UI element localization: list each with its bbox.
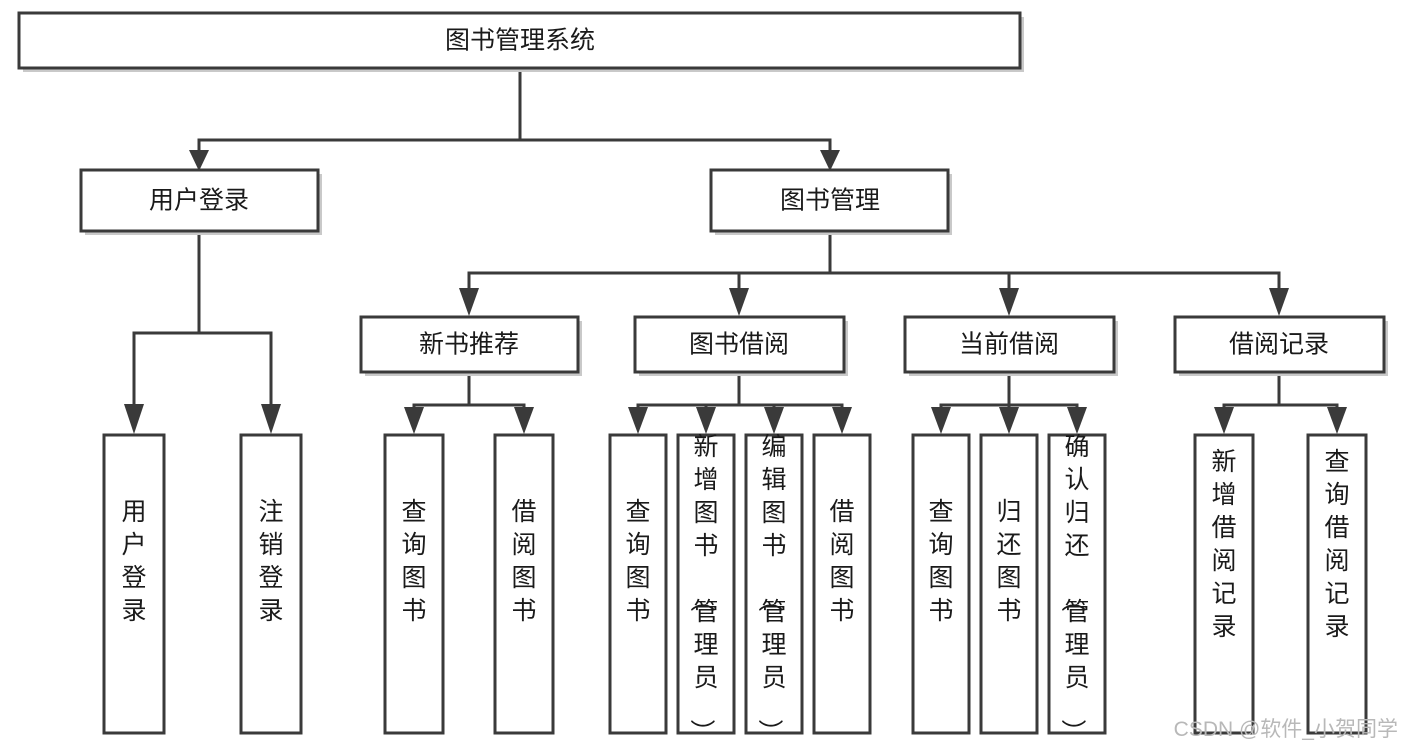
node-leaf-confirm-return[interactable]: 确认归还（管理员） bbox=[1047, 433, 1107, 744]
node-leaf-borrow-book-1[interactable]: 借阅图书 bbox=[493, 433, 555, 735]
node-leaf-logout-login[interactable]: 注销登录 bbox=[239, 433, 303, 735]
leaf-borrow-book-2-box[interactable] bbox=[812, 433, 872, 735]
leaf-edit-book-box[interactable] bbox=[744, 433, 804, 735]
node-leaf-return-book[interactable]: 归还图书 bbox=[979, 433, 1039, 735]
arrow-head-leaf-return-book bbox=[999, 407, 1019, 434]
arrow-head-current-borrow bbox=[999, 288, 1019, 316]
arrow-head-leaf-query-book-3 bbox=[931, 407, 951, 434]
leaf-query-book-2-box[interactable] bbox=[608, 433, 668, 735]
book-manage-box[interactable] bbox=[709, 168, 950, 233]
node-leaf-add-book[interactable]: 新增图书（管理员） bbox=[676, 433, 736, 744]
leaf-query-record-label: 查询借阅记录 bbox=[1324, 448, 1349, 641]
leaf-add-book-label: 新增图书（管理员） bbox=[687, 433, 718, 744]
arrow-head-leaf-add-book bbox=[696, 407, 716, 434]
arrow-head-leaf-borrow-book-2 bbox=[832, 407, 852, 434]
arrow-head-book-manage bbox=[820, 150, 840, 171]
leaf-borrow-book-1-box[interactable] bbox=[493, 433, 555, 735]
leaf-query-book-2-label: 查询图书 bbox=[625, 498, 650, 625]
arrow-head-leaf-query-book-2 bbox=[628, 407, 648, 434]
book-borrow-label: 图书借阅 bbox=[689, 331, 789, 359]
leaf-query-book-3-label: 查询图书 bbox=[928, 498, 953, 625]
node-leaf-user-login[interactable]: 用户登录 bbox=[102, 433, 166, 735]
arrow-head-book-borrow bbox=[729, 288, 749, 316]
node-user-login[interactable]: 用户登录 bbox=[79, 168, 322, 235]
leaf-user-login-box[interactable] bbox=[102, 433, 166, 735]
borrow-record-box[interactable] bbox=[1173, 315, 1386, 374]
node-root[interactable]: 图书管理系统 bbox=[17, 11, 1024, 72]
node-book-manage[interactable]: 图书管理 bbox=[709, 168, 952, 235]
new-book-rec-label: 新书推荐 bbox=[419, 331, 519, 359]
node-leaf-query-record[interactable]: 查询借阅记录 bbox=[1306, 433, 1368, 735]
user-login-box[interactable] bbox=[79, 168, 320, 233]
user-login-label: 用户登录 bbox=[149, 187, 249, 215]
arrow-head-leaf-edit-book bbox=[764, 407, 784, 434]
book-borrow-box[interactable] bbox=[633, 315, 846, 374]
node-leaf-edit-book[interactable]: 编辑图书（管理员） bbox=[744, 433, 804, 744]
node-current-borrow[interactable]: 当前借阅 bbox=[903, 315, 1118, 376]
arrow-head-leaf-confirm-return bbox=[1067, 407, 1087, 434]
leaf-query-book-1-label: 查询图书 bbox=[401, 498, 426, 625]
leaf-user-login-label: 用户登录 bbox=[121, 498, 146, 625]
arrow-head-leaf-query-record bbox=[1327, 407, 1347, 434]
arrow-head-leaf-user-login bbox=[124, 404, 144, 434]
node-leaf-add-record[interactable]: 新增借阅记录 bbox=[1193, 433, 1255, 735]
leaf-confirm-return-label: 确认归还（管理员） bbox=[1058, 433, 1089, 744]
watermark-label: CSDN @软件_小贺同学 bbox=[1174, 718, 1398, 741]
arrow-head-leaf-logout-login bbox=[261, 404, 281, 434]
node-leaf-query-book-1[interactable]: 查询图书 bbox=[383, 433, 445, 735]
leaf-logout-login-box[interactable] bbox=[239, 433, 303, 735]
arrow-head-leaf-borrow-book-1 bbox=[514, 407, 534, 434]
leaf-query-book-3-box[interactable] bbox=[911, 433, 971, 735]
leaf-query-record-box[interactable] bbox=[1306, 433, 1368, 735]
new-book-rec-box[interactable] bbox=[359, 315, 580, 374]
connector-layer bbox=[124, 66, 1347, 434]
root-box[interactable] bbox=[17, 11, 1022, 70]
node-book-borrow[interactable]: 图书借阅 bbox=[633, 315, 848, 376]
arrow-head-new-book-rec bbox=[459, 288, 479, 316]
leaf-return-book-label: 归还图书 bbox=[996, 498, 1021, 625]
arrow-head-leaf-query-book-1 bbox=[404, 407, 424, 434]
current-borrow-label: 当前借阅 bbox=[959, 331, 1059, 359]
node-leaf-query-book-3[interactable]: 查询图书 bbox=[911, 433, 971, 735]
book-manage-label: 图书管理 bbox=[780, 187, 880, 215]
node-leaf-borrow-book-2[interactable]: 借阅图书 bbox=[812, 433, 872, 735]
leaf-borrow-book-2-label: 借阅图书 bbox=[829, 498, 854, 625]
node-borrow-record[interactable]: 借阅记录 bbox=[1173, 315, 1388, 376]
current-borrow-box[interactable] bbox=[903, 315, 1116, 374]
leaf-borrow-book-1-label: 借阅图书 bbox=[511, 498, 536, 625]
root-label: 图书管理系统 bbox=[445, 27, 595, 55]
leaf-edit-book-label: 编辑图书（管理员） bbox=[755, 433, 786, 744]
node-leaf-query-book-2[interactable]: 查询图书 bbox=[608, 433, 668, 735]
leaf-logout-login-label: 注销登录 bbox=[258, 498, 283, 625]
leaf-add-record-box[interactable] bbox=[1193, 433, 1255, 735]
borrow-record-label: 借阅记录 bbox=[1229, 331, 1329, 359]
leaf-add-record-label: 新增借阅记录 bbox=[1211, 448, 1236, 641]
leaf-query-book-1-box[interactable] bbox=[383, 433, 445, 735]
leaf-return-book-box[interactable] bbox=[979, 433, 1039, 735]
node-new-book-rec[interactable]: 新书推荐 bbox=[359, 315, 582, 376]
leaf-add-book-box[interactable] bbox=[676, 433, 736, 735]
arrow-head-borrow-record bbox=[1269, 288, 1289, 316]
arrow-head-leaf-add-record bbox=[1214, 407, 1234, 434]
arrow-head-user-login bbox=[189, 150, 209, 171]
leaf-confirm-return-box[interactable] bbox=[1047, 433, 1107, 735]
